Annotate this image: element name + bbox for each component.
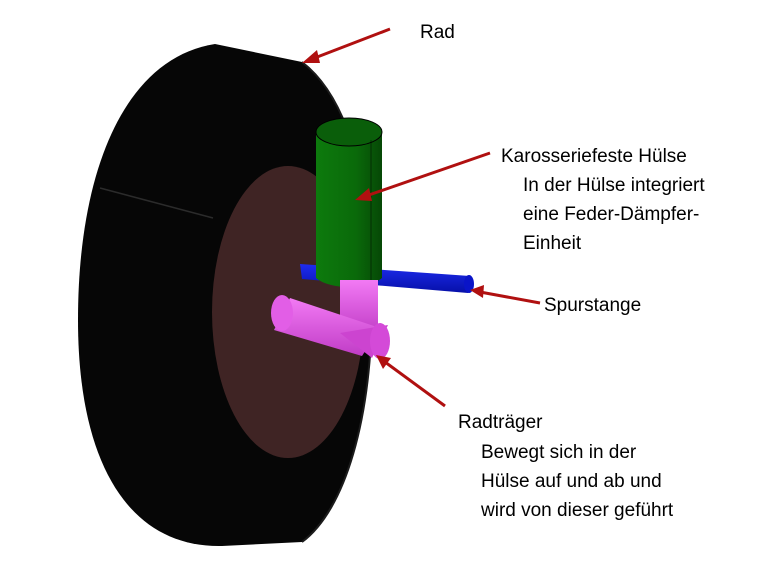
arrow-radtraeger xyxy=(384,360,446,408)
arrow-huelse xyxy=(365,151,491,198)
arrowhead-spurstange xyxy=(470,285,484,298)
tire-seam-line xyxy=(99,187,214,219)
label-huelse-line2: eine Feder-Dämpfer- xyxy=(523,204,700,225)
label-huelse-line1: In der Hülse integriert xyxy=(523,175,705,196)
label-huelse-line3: Einheit xyxy=(523,233,582,254)
label-spurstange: Spurstange xyxy=(544,295,642,316)
arrowhead-huelse xyxy=(355,188,372,201)
body-fixed-sleeve xyxy=(315,117,383,287)
label-radtraeger-line1: Bewegt sich in der xyxy=(481,442,637,463)
wheel xyxy=(78,44,374,547)
label-radtraeger-line2: Hülse auf und ab und xyxy=(481,471,662,492)
wheel-carrier xyxy=(271,280,390,359)
carrier-end-cap xyxy=(370,323,390,359)
arrow-rad xyxy=(311,27,391,61)
arrow-spurstange xyxy=(479,290,541,305)
label-radtraeger-title: Radträger xyxy=(458,412,543,433)
label-rad: Rad xyxy=(420,22,455,43)
sleeve-top xyxy=(315,117,383,147)
label-huelse-title: Karosseriefeste Hülse xyxy=(501,146,687,167)
arrowhead-radtraeger xyxy=(376,355,391,369)
arrows xyxy=(302,27,541,408)
label-radtraeger-line3: wird von dieser geführt xyxy=(481,500,674,521)
arrowhead-rad xyxy=(302,50,320,63)
